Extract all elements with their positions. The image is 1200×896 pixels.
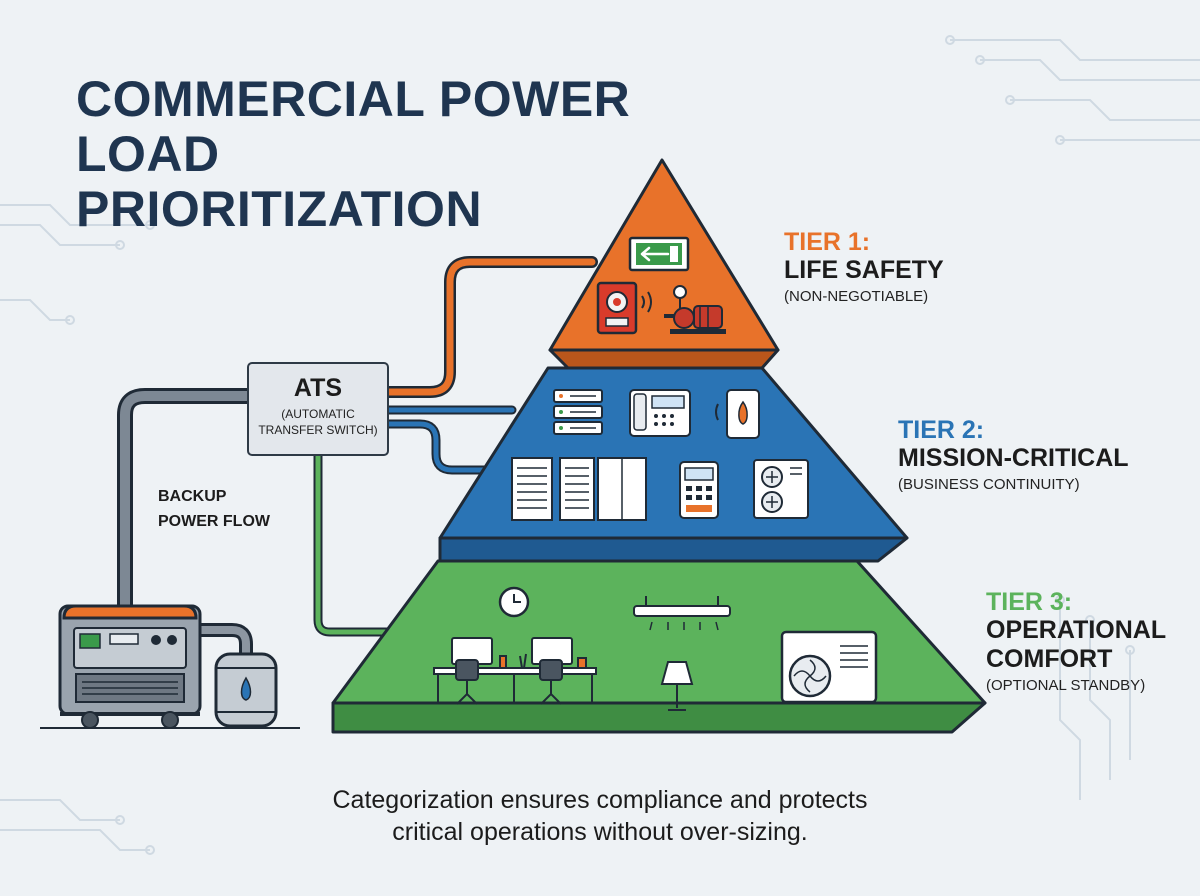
payment-terminal-icon (679, 461, 719, 519)
power-cables (117, 256, 598, 661)
hvac-unit-icon (753, 459, 809, 519)
fire-alarm-icon (596, 281, 652, 335)
ats-box: ATS (AUTOMATIC TRANSFER SWITCH) (247, 362, 389, 456)
ats-to-tier3-cable (313, 451, 397, 637)
ats-subtitle-line-1: (AUTOMATIC (281, 407, 355, 421)
tier3-name-line-1: OPERATIONAL (986, 616, 1167, 644)
clock-icon (498, 586, 530, 618)
tier2-label: TIER 2: MISSION-CRITICAL (BUSINESS CONTI… (898, 416, 1129, 495)
exit-sign-icon (628, 236, 690, 272)
page-title: COMMERCIAL POWER LOAD PRIORITIZATION (76, 72, 776, 237)
office-desks-icon (433, 637, 597, 705)
fire-pump-icon (664, 285, 726, 334)
generator-icon (58, 604, 202, 729)
footer-caption: Categorization ensures compliance and pr… (160, 784, 1040, 848)
tier1-number: TIER 1: (784, 228, 871, 256)
tier1-label: TIER 1: LIFE SAFETY (NON-NEGOTIABLE) (784, 228, 944, 307)
page-title-line-2: PRIORITIZATION (76, 181, 483, 237)
page-title-line-1: COMMERCIAL POWER LOAD (76, 71, 631, 182)
tier1-subtitle: (NON-NEGOTIABLE) (784, 288, 929, 305)
circuit-decoration (0, 35, 1200, 855)
tier3-number: TIER 3: (986, 588, 1073, 616)
backup-label-line-1: BACKUP (158, 488, 227, 505)
tier3-label: TIER 3: OPERATIONAL COMFORT (OPTIONAL ST… (986, 588, 1166, 696)
tier2-subtitle: (BUSINESS CONTINUITY) (898, 476, 1080, 493)
ceiling-light-icon (633, 596, 731, 631)
tier3-layer (331, 559, 987, 734)
lamp-icon (660, 661, 694, 711)
air-conditioner-icon (780, 630, 878, 704)
tier3-subtitle: (OPTIONAL STANDBY) (986, 677, 1146, 694)
server-rack-icon (553, 389, 603, 435)
tablet-icon (715, 389, 760, 439)
backup-label-line-2: POWER FLOW (158, 513, 270, 530)
ats-subtitle-line-2: TRANSFER SWITCH) (258, 423, 378, 437)
backup-power-flow-label: BACKUP POWER FLOW (158, 484, 298, 534)
fuel-tank-icon (214, 652, 278, 728)
tier3-name-line-2: COMFORT (986, 645, 1113, 673)
phone-system-icon (629, 389, 691, 437)
footer-line-1: Categorization ensures compliance and pr… (332, 786, 868, 814)
tier2-name: MISSION-CRITICAL (898, 444, 1129, 472)
storage-rack-icon (511, 457, 647, 521)
tier2-number: TIER 2: (898, 416, 985, 444)
tier1-name: LIFE SAFETY (784, 256, 944, 284)
ats-title: ATS (293, 374, 343, 402)
footer-line-2: critical operations without over-sizing. (392, 818, 808, 846)
